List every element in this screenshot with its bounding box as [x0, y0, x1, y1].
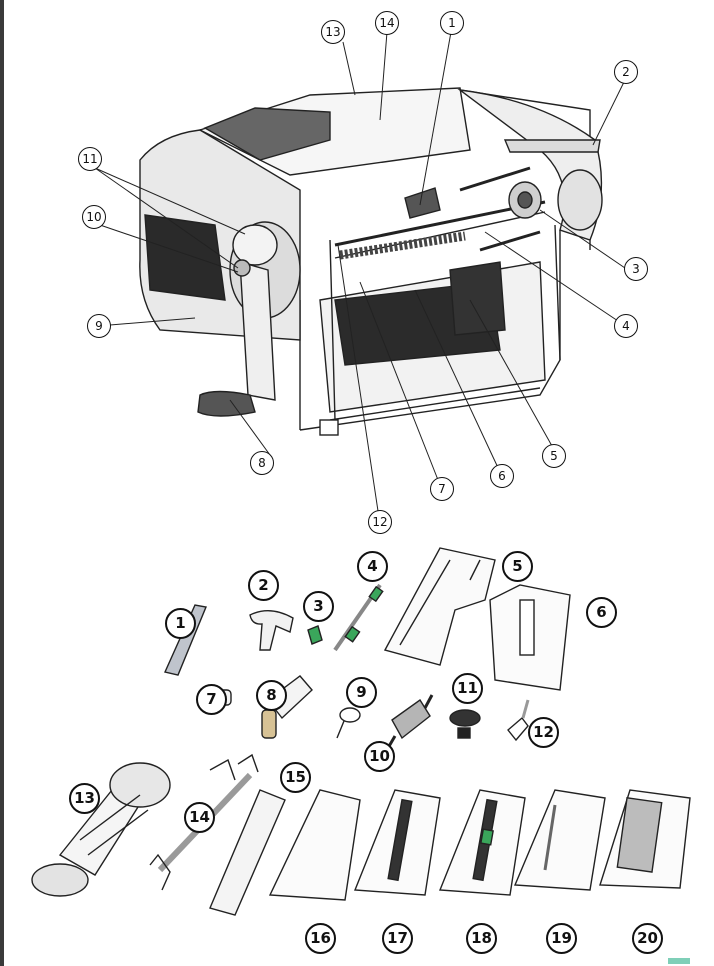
callout-14: 14 [375, 11, 399, 35]
corner-color-tab [668, 958, 690, 964]
callout-12: 12 [368, 510, 392, 534]
callout-1: 1 [440, 11, 464, 35]
part-label-9: 9 [346, 677, 377, 708]
part-label-8: 8 [256, 680, 287, 711]
callout-4: 4 [614, 314, 638, 338]
part-label-5: 5 [502, 551, 533, 582]
part-label-20: 20 [632, 923, 663, 954]
part-label-10: 10 [364, 741, 395, 772]
part-label-19: 19 [546, 923, 577, 954]
part-label-16: 16 [305, 923, 336, 954]
callout-7: 7 [430, 477, 454, 501]
part-label-14: 14 [184, 802, 215, 833]
part-label-1: 1 [165, 608, 196, 639]
part-label-11: 11 [452, 673, 483, 704]
callout-8: 8 [250, 451, 274, 475]
part-label-4: 4 [357, 551, 388, 582]
callout-13: 13 [321, 20, 345, 44]
part-label-13: 13 [69, 783, 100, 814]
callout-2: 2 [614, 60, 638, 84]
part-label-18: 18 [466, 923, 497, 954]
callout-6: 6 [490, 464, 514, 488]
callout-11: 11 [78, 147, 102, 171]
left-border-bar [0, 0, 4, 966]
callout-9: 9 [87, 314, 111, 338]
part-label-15: 15 [280, 762, 311, 793]
callout-3: 3 [624, 257, 648, 281]
part-label-7: 7 [196, 684, 227, 715]
callout-5: 5 [542, 444, 566, 468]
part-label-3: 3 [303, 591, 334, 622]
callout-10: 10 [82, 205, 106, 229]
part-label-12: 12 [528, 717, 559, 748]
part-label-17: 17 [382, 923, 413, 954]
part-label-2: 2 [248, 570, 279, 601]
part-label-6: 6 [586, 597, 617, 628]
